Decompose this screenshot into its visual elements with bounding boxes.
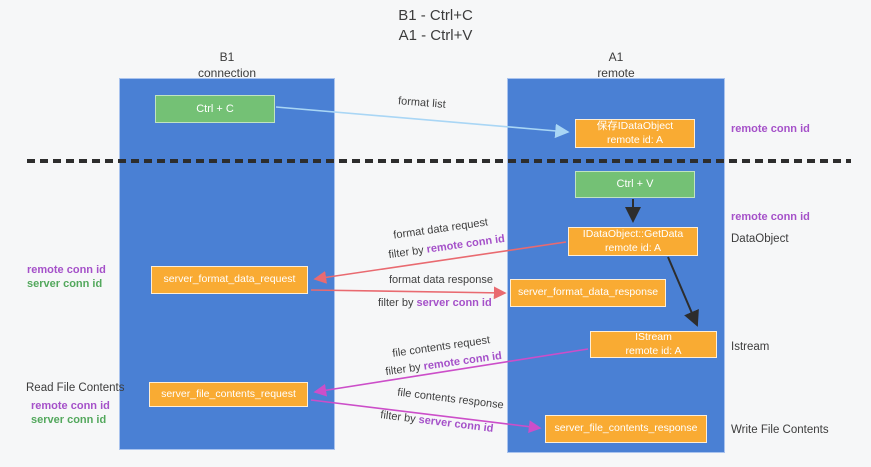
- node-server-file-contents-response: server_file_contents_response: [545, 415, 707, 443]
- filter-by-text: filter by: [379, 409, 420, 426]
- title-line-2: A1 - Ctrl+V: [398, 26, 473, 44]
- column-b1-subtitle: connection: [197, 65, 257, 80]
- node-file-request-label: server_file_contents_request: [161, 387, 296, 400]
- annotation-read-file-contents: Read File Contents: [26, 382, 125, 394]
- edge-label-file-response-filter: filter by server conn id: [380, 409, 494, 435]
- node-server-file-contents-request: server_file_contents_request: [149, 382, 308, 407]
- arrow-format-data-response: [310, 286, 507, 300]
- node-getdata-line1: IDataObject::GetData: [582, 227, 684, 240]
- annotation-write-file-contents: Write File Contents: [731, 424, 829, 436]
- node-save-dataobject: 保存IDataObject remote id: A: [575, 119, 695, 148]
- node-istream-line2: remote id: A: [625, 344, 682, 357]
- node-ctrl-c: Ctrl + C: [155, 95, 275, 123]
- annotation-left-server-conn-id-2: server conn id: [31, 414, 107, 426]
- annotation-dataobject: DataObject: [731, 233, 789, 245]
- node-istream-line1: IStream: [635, 330, 672, 343]
- node-ctrl-v: Ctrl + V: [575, 171, 695, 198]
- node-server-format-data-request: server_format_data_request: [151, 266, 308, 294]
- annotation-left-remote-conn-id-2: remote conn id: [31, 400, 110, 412]
- column-a1-subtitle: remote: [597, 65, 635, 80]
- filter-by-text: filter by: [384, 360, 425, 379]
- column-b1-name: B1: [219, 50, 235, 64]
- diagram-title: B1 - Ctrl+C A1 - Ctrl+V: [0, 6, 871, 45]
- node-istream: IStream remote id: A: [590, 331, 717, 358]
- edge-label-format-response-filter: filter by server conn id: [378, 297, 492, 309]
- column-header-a1: A1 remote: [507, 50, 725, 81]
- node-getdata-line2: remote id: A: [604, 241, 662, 254]
- remote-conn-id-text: remote conn id: [425, 232, 506, 256]
- server-conn-id-text: server conn id: [416, 297, 492, 309]
- server-conn-id-text: server conn id: [417, 413, 495, 435]
- annotation-remote-conn-id-mid: remote conn id: [731, 211, 810, 223]
- column-a1-name: A1: [608, 50, 624, 64]
- node-server-format-data-response: server_format_data_response: [510, 279, 666, 307]
- node-save-dataobject-line1: 保存IDataObject: [596, 119, 674, 132]
- annotation-left-server-conn-id-1: server conn id: [27, 278, 103, 290]
- node-idataobject-getdata: IDataObject::GetData remote id: A: [568, 227, 698, 256]
- filter-by-text: filter by: [387, 243, 428, 262]
- filter-by-text: filter by: [378, 297, 417, 309]
- edge-label-format-data-response: format data response: [389, 274, 493, 286]
- edge-label-file-contents-response: file contents response: [396, 386, 505, 412]
- node-file-response-label: server_file_contents_response: [554, 422, 698, 435]
- edge-label-format-list: format list: [397, 95, 447, 111]
- node-format-request-label: server_format_data_request: [163, 273, 296, 286]
- node-save-dataobject-line2: remote id: A: [606, 133, 664, 146]
- annotation-left-remote-conn-id-1: remote conn id: [27, 264, 106, 276]
- node-format-response-label: server_format_data_response: [517, 286, 659, 299]
- annotation-istream: Istream: [731, 341, 770, 353]
- node-ctrl-c-label: Ctrl + C: [196, 102, 234, 115]
- node-ctrl-v-label: Ctrl + V: [616, 178, 654, 191]
- column-header-b1: B1 connection: [119, 50, 335, 81]
- title-line-1: B1 - Ctrl+C: [398, 7, 473, 24]
- annotation-remote-conn-id-top: remote conn id: [731, 123, 810, 135]
